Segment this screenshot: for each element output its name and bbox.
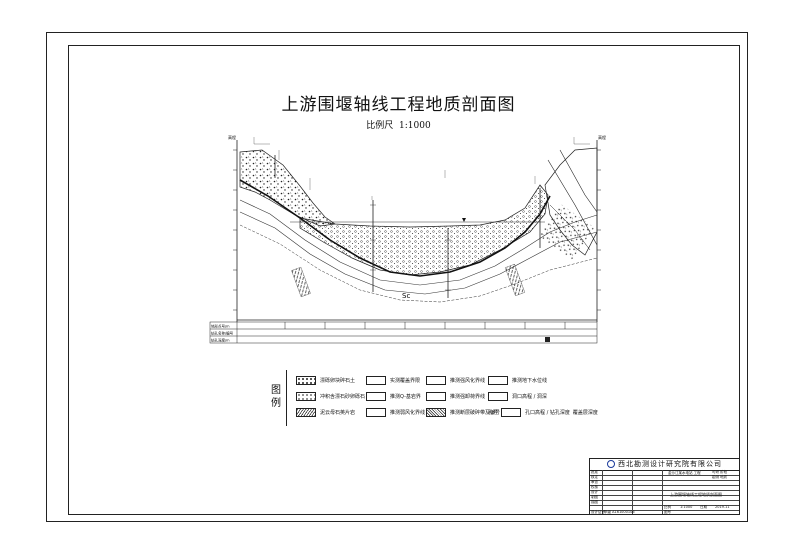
discipline: 勘测 地质 [712,475,728,479]
legend-symbol [366,375,386,385]
drawing-name: 上游围堰轴线工程地质剖面图 [670,492,722,497]
legend-item-groundwater: 推测地下水位线 [488,374,547,386]
scale-value: 1:1000 [399,121,431,131]
legend-item-bedrock-boundary: 推测Q-基岩界 [366,390,421,402]
certificate-number: 甲级 A161000106 [604,510,635,514]
drawing-scale: 1:1000 [680,505,693,509]
weathering-line-2 [239,211,598,295]
schist-block-left [291,266,311,298]
legend-item-borehole: 孔号 孔口高程 / 钻孔深度 覆盖层深度 [488,407,598,417]
legend-item-schist: 泥云母石英片岩 [296,406,355,418]
legend-title: 图例 [271,385,281,409]
inner-frame [68,45,740,515]
rock-symbol-label: Sc [402,292,410,300]
legend-item-fault: 推测断层破碎带及编号 [426,406,500,418]
schist-block-right [504,264,526,296]
table-row-label-2: 钻孔名称/编号 [211,331,234,336]
legend-box [286,370,287,426]
legend-symbol [296,407,316,417]
scale-caption: 比例尺 1:1000 [0,118,797,131]
table-marker [545,337,550,342]
right-elevation-label: 高程 [598,134,606,140]
institute-name: 西北勘测设计研究院有限公司 [590,459,739,471]
legend-item-adit: 洞口高程 / 洞深 [488,390,547,402]
legend-symbol [296,391,316,401]
outer-frame [46,32,748,522]
riverbed-fill [299,184,549,276]
legend-symbol [488,391,508,401]
legend-symbol [426,407,446,417]
table-row-label-1: 地形点号/m [211,324,230,329]
institute-logo-icon [607,460,615,468]
bedrock-boundary [239,179,551,277]
legend-symbol [366,407,386,417]
legend-symbol [501,407,522,417]
table-row-label-3: 钻孔深度/m [211,338,230,343]
legend-symbol [296,375,316,385]
legend-symbol [366,391,386,401]
scale-label: 比例尺 [366,121,394,131]
legend-item-overburden-boundary: 实测覆盖界限 [366,374,420,386]
unloading-line [239,224,598,303]
legend-symbol [488,375,508,385]
project-name: 金沙江某水电站 工程 [668,471,701,475]
design-stage: 可研 阶段 [712,470,728,474]
legend-item-unloading: 推测强卸荷界线 [426,390,485,402]
legend-item-weak-weathering: 推测弱风化界线 [366,406,425,418]
section-data-table [209,321,598,344]
drawing-date: 2019.11 [715,505,730,509]
legend-item-strong-weathering: 推测强风化界线 [426,374,485,386]
left-elevation-label: 高程 [228,134,236,140]
legend-item-alluvium: 冲积含漂石砂卵砾石 [296,390,365,402]
water-level-marker [462,218,466,222]
legend-item-gravel-soil: 漂砾卵块碎石土 [296,374,355,386]
drawing-title: 上游围堰轴线工程地质剖面图 [281,95,516,115]
legend-symbol [426,375,446,385]
legend-symbol [426,391,446,401]
title-block: 西北勘测设计研究院有限公司 批准 核定 审查 校核 设计 制图 描图 设计证号 … [589,458,740,515]
